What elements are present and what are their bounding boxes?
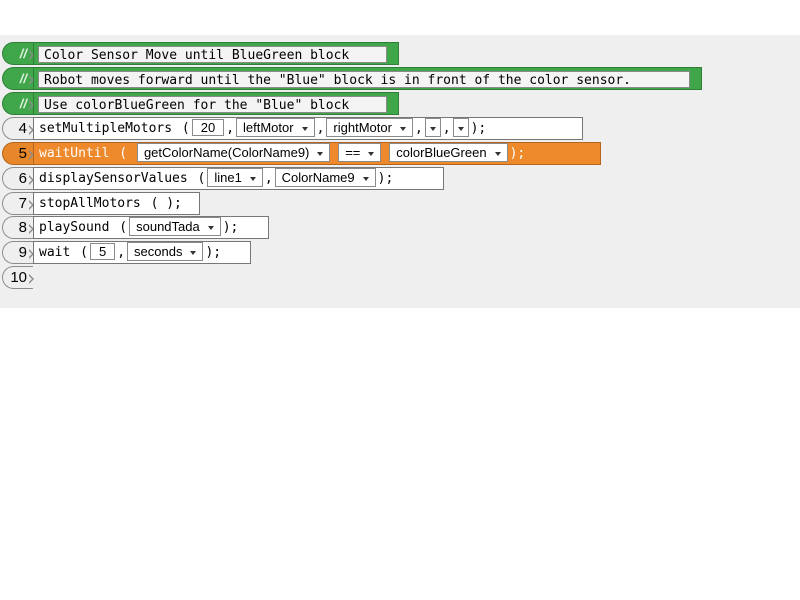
play-sound-block[interactable]: playSound (soundTada); (33, 216, 269, 239)
comment-marker: // (2, 67, 34, 90)
comment-block[interactable]: Robot moves forward until the "Blue" blo… (33, 67, 702, 90)
line-number: 9 (2, 241, 34, 264)
line-number: 6 (2, 167, 34, 190)
line-number: 4 (2, 117, 34, 140)
chevron-down-icon (301, 126, 308, 131)
comment-block[interactable]: Use colorBlueGreen for the "Blue" block (33, 92, 399, 115)
line-number: 10 (2, 266, 34, 289)
wait-amount-input[interactable]: 5 (89, 243, 116, 260)
stop-all-motors-block[interactable]: stopAllMotors ( ); (33, 192, 200, 215)
comment-marker: // (2, 92, 34, 115)
wait-block[interactable]: wait (5,seconds); (33, 241, 251, 264)
function-name: setMultipleMotors (39, 121, 173, 136)
color-value-dropdown[interactable]: colorBlueGreen (389, 143, 508, 162)
chevron-down-icon (494, 151, 501, 156)
chevron-down-icon (317, 151, 324, 156)
chevron-down-icon (207, 225, 214, 230)
motor1-dropdown[interactable]: leftMotor (236, 118, 315, 137)
motor2-dropdown[interactable]: rightMotor (326, 118, 413, 137)
function-name: wait (39, 245, 71, 260)
sound-dropdown[interactable]: soundTada (129, 217, 221, 236)
function-name: playSound (39, 220, 110, 235)
display-sensor-values-block[interactable]: displaySensorValues (line1,ColorName9); (33, 167, 444, 190)
set-multiple-motors-block[interactable]: setMultipleMotors (20,leftMotor,rightMot… (33, 117, 583, 140)
chevron-down-icon (368, 151, 375, 156)
chevron-down-icon (457, 126, 464, 131)
sensor-dropdown[interactable]: ColorName9 (274, 168, 376, 187)
wait-unit-dropdown[interactable]: seconds (127, 242, 204, 261)
motor3-dropdown[interactable] (424, 118, 441, 137)
chevron-down-icon (190, 250, 197, 255)
speed-input[interactable]: 20 (191, 119, 225, 136)
line-number: 7 (2, 192, 34, 215)
function-name: stopAllMotors (39, 196, 141, 211)
motor4-dropdown[interactable] (452, 118, 469, 137)
line-dropdown[interactable]: line1 (207, 168, 263, 187)
wait-until-block[interactable]: waitUntil ( getColorName(ColorName9) == … (33, 142, 601, 165)
comment-text[interactable]: Robot moves forward until the "Blue" blo… (38, 71, 690, 88)
comment-text[interactable]: Use colorBlueGreen for the "Blue" block (38, 96, 387, 113)
comment-text[interactable]: Color Sensor Move until BlueGreen block (38, 46, 387, 63)
operator-dropdown[interactable]: == (338, 143, 382, 162)
chevron-down-icon (249, 176, 256, 181)
function-name: displaySensorValues (39, 171, 188, 186)
function-name: waitUntil (39, 146, 110, 161)
line-number: 5 (2, 142, 34, 165)
chevron-down-icon (429, 126, 436, 131)
code-workspace: // Color Sensor Move until BlueGreen blo… (0, 35, 800, 308)
condition-dropdown[interactable]: getColorName(ColorName9) (136, 143, 331, 162)
line-number: 8 (2, 216, 34, 239)
chevron-down-icon (399, 126, 406, 131)
comment-block[interactable]: Color Sensor Move until BlueGreen block (33, 42, 399, 65)
comment-marker: // (2, 42, 34, 65)
chevron-down-icon (362, 176, 369, 181)
